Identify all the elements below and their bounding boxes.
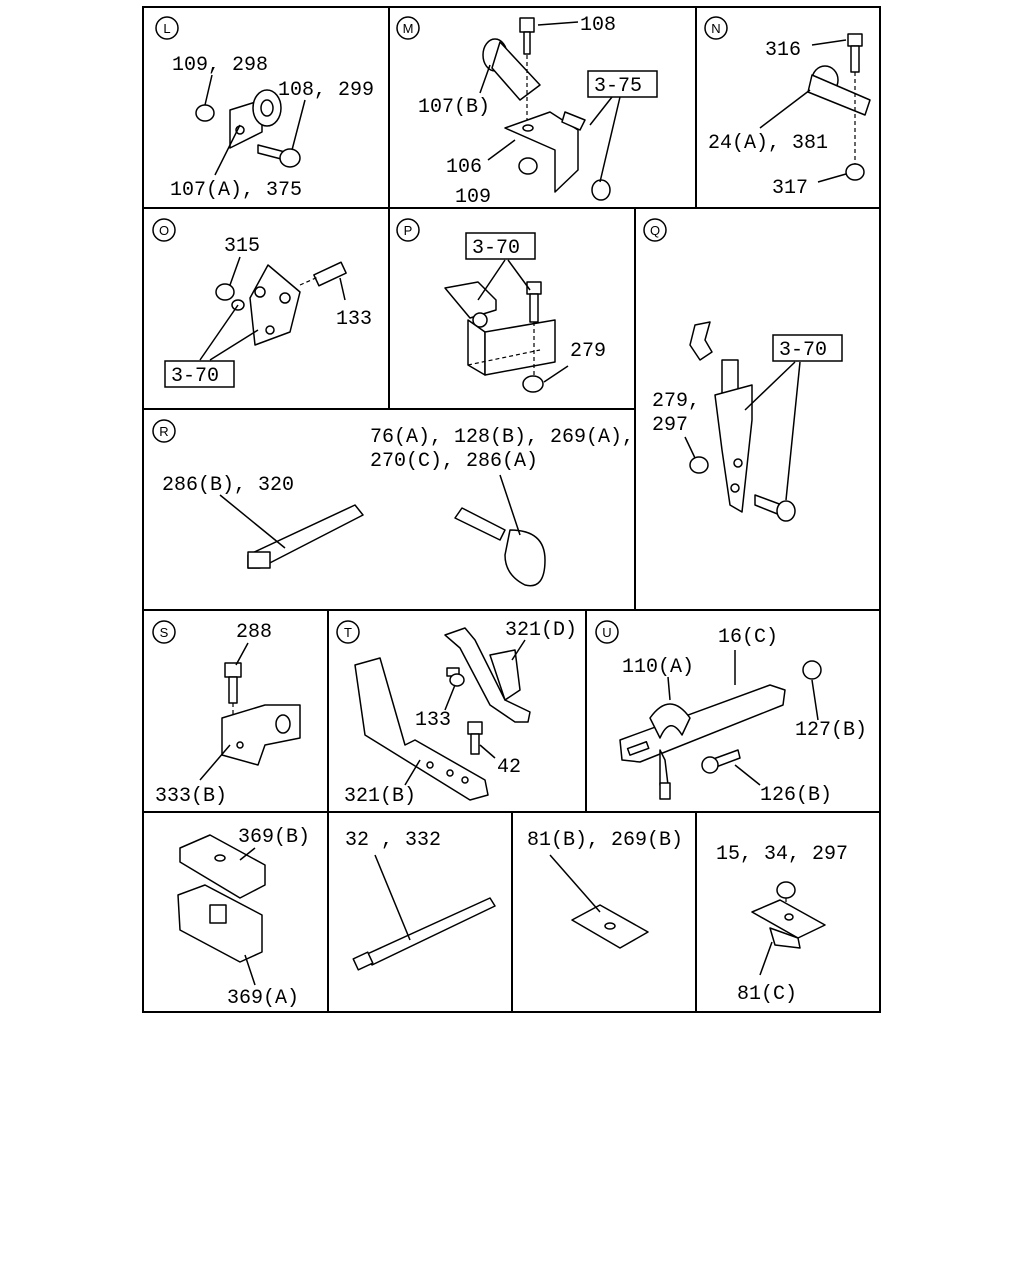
clamp-drawing [759,33,871,183]
label-u-1: 16(C) [718,626,778,649]
panel-letter-o-text: O [159,223,169,238]
panel-letter-n: N [704,16,728,40]
grid-frame [142,6,881,1013]
label-p-1: 3-70 [472,237,520,260]
label-u-2: 110(A) [622,656,694,679]
label-m-5: 109 [455,186,491,209]
clip-drawing-r [219,474,546,587]
panel-plate: 81(B), 269(B) [527,829,683,949]
panel-nut-plate: 15, 34, 297 81(C) [716,843,848,1006]
label-r-3: 286(B), 320 [162,474,294,497]
bracket-drawing-u [619,650,822,800]
panel-o: O 315 133 3-70 [152,218,372,388]
label-t-4: 321(B) [344,785,416,808]
panel-m: M 108 107(B) 3-75 106 109 [396,14,658,209]
label-t-2: 133 [415,709,451,732]
bracket-drawing-p [444,259,569,393]
label-m-1: 108 [580,14,616,37]
panel-r: R 76(A), 128(B), 269(A), 270(C), 286(A) … [152,419,634,587]
bracket-drawing-t [354,627,531,801]
label-o-3: 3-70 [171,365,219,388]
label-w-1: 32 , 332 [345,829,441,852]
panel-letter-t-text: T [344,625,352,640]
panel-letter-s: S [152,620,176,644]
label-q-1: 3-70 [779,339,827,362]
label-p-2: 279 [570,340,606,363]
label-o-1: 315 [224,235,260,258]
panel-letter-r: R [152,419,176,443]
clip-bracket-drawing [195,74,306,176]
label-n-3: 317 [772,177,808,200]
label-o-2: 133 [336,308,372,331]
panel-u: U 16(C) 110(A) 127(B) 126(B) [595,620,867,807]
plate-drawing [199,256,347,361]
panel-cable-tie: 32 , 332 [345,829,496,971]
panel-letter-r-text: R [159,424,168,439]
label-s-1: 288 [236,621,272,644]
label-r-2: 270(C), 286(A) [370,450,538,473]
panel-letter-s-text: S [160,625,169,640]
label-x-1: 81(B), 269(B) [527,829,683,852]
bracket-drawing-q [684,321,801,522]
panel-t: T 321(D) 133 42 321(B) [336,619,577,808]
label-l-2: 108, 299 [278,79,374,102]
panel-q: Q 3-70 279, 297 [643,218,843,522]
label-m-2: 107(B) [418,96,490,119]
label-l-1: 109, 298 [172,54,268,77]
panel-letter-l-text: L [163,21,170,36]
bracket-drawing [479,17,621,201]
cushion-drawing [177,834,266,986]
panel-letter-u-text: U [602,625,611,640]
panel-letter-q: Q [643,218,667,242]
label-y-2: 81(C) [737,983,797,1006]
label-q-2: 279, [652,390,700,413]
nut-plate-drawing [751,881,826,976]
label-t-1: 321(D) [505,619,577,642]
label-n-1: 316 [765,39,801,62]
panel-n: N 316 24(A), 381 317 [704,16,871,200]
label-y-1: 15, 34, 297 [716,843,848,866]
panel-letter-p: P [396,218,420,242]
cable-tie-drawing [352,854,496,971]
label-v-1: 369(B) [238,826,310,849]
panel-letter-l: L [155,16,179,40]
label-s-2: 333(B) [155,785,227,808]
label-t-3: 42 [497,756,521,779]
panel-s: S 288 333(B) [152,620,301,808]
label-u-3: 127(B) [795,719,867,742]
panel-p: P 3-70 279 [396,218,606,393]
panel-letter-m-text: M [403,21,414,36]
label-v-2: 369(A) [227,987,299,1010]
label-l-3: 107(A), 375 [170,179,302,202]
panel-369: 369(B) 369(A) [177,826,310,1010]
bracket-drawing-s [199,642,301,781]
panel-letter-p-text: P [404,223,413,238]
plate-drawing-x [549,854,649,949]
label-m-3: 3-75 [594,75,642,98]
panel-letter-q-text: Q [650,223,660,238]
panel-letter-n-text: N [711,21,720,36]
panel-letter-t: T [336,620,360,644]
label-u-4: 126(B) [760,784,832,807]
label-q-3: 297 [652,414,688,437]
panel-letter-u: U [595,620,619,644]
label-m-4: 106 [446,156,482,179]
label-n-2: 24(A), 381 [708,132,828,155]
panel-l: L 109, 298 108, 299 107(A), 375 [155,16,374,202]
panel-letter-o: O [152,218,176,242]
label-r-1: 76(A), 128(B), 269(A), [370,426,634,449]
panel-letter-m: M [396,16,420,40]
